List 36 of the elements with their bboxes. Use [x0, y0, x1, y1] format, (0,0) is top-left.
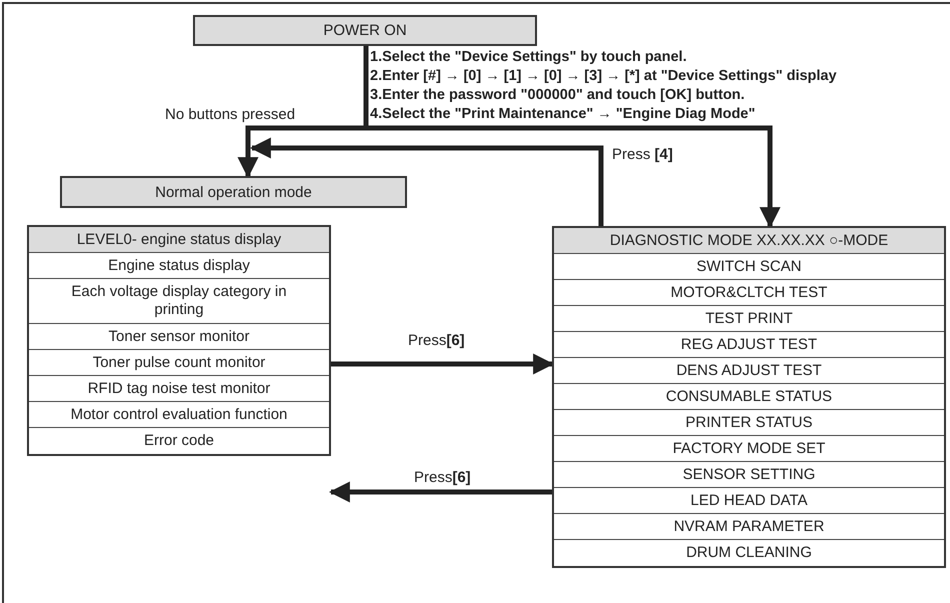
edge-label: Press [4] [610, 146, 675, 163]
table-header: DIAGNOSTIC MODE XX.XX.XX ○-MODE [554, 228, 944, 254]
menu-item: Error code [142, 431, 216, 451]
instruction-step: 1.Select the "Device Settings" by touch panel. [370, 48, 687, 66]
menu-item: Toner sensor monitor [29, 324, 329, 350]
menu-item: SWITCH SCAN [554, 254, 944, 280]
state-box: POWER ON [193, 15, 537, 46]
menu-item: DRUM CLEANING [685, 543, 813, 563]
menu-item: LED HEAD DATA [554, 488, 944, 514]
edge-label: No buttons pressed [163, 106, 298, 123]
menu-item: PRINTER STATUS [554, 410, 944, 436]
edge-label: Press[6] [412, 469, 473, 486]
arrow [331, 354, 554, 374]
menu-item: DENS ADJUST TEST [554, 358, 944, 384]
menu-item: SENSOR SETTING [554, 462, 944, 488]
menu-table [27, 225, 331, 456]
arrow [250, 138, 604, 226]
menu-item: Motor control evaluation function [29, 402, 329, 428]
menu-item: Each voltage display category in printing [29, 279, 329, 324]
menu-table [552, 226, 946, 568]
edge-label: Press[6] [406, 332, 467, 349]
menu-item: Toner pulse count monitor [29, 350, 329, 376]
instruction-step: 2.Enter [#] → [0] → [1] → [0] → [3] → [*] at "Device Settings" display [370, 67, 837, 85]
menu-item: Engine status display [29, 253, 329, 279]
menu-item: FACTORY MODE SET [554, 436, 944, 462]
arrow [328, 482, 552, 502]
menu-item: NVRAM PARAMETER [554, 514, 944, 540]
menu-item: CONSUMABLE STATUS [554, 384, 944, 410]
table-header: LEVEL0- engine status display [29, 227, 329, 253]
menu-item: MOTOR&CLTCH TEST [554, 280, 944, 306]
menu-item: TEST PRINT [554, 306, 944, 332]
instruction-step: 3.Enter the password "000000" and touch [OK] button. [370, 86, 745, 104]
instruction-step: 4.Select the "Print Maintenance" → "Engine Diag Mode" [370, 105, 756, 123]
state-box: Normal operation mode [60, 176, 407, 208]
menu-item: RFID tag noise test monitor [29, 376, 329, 402]
menu-item: REG ADJUST TEST [554, 332, 944, 358]
